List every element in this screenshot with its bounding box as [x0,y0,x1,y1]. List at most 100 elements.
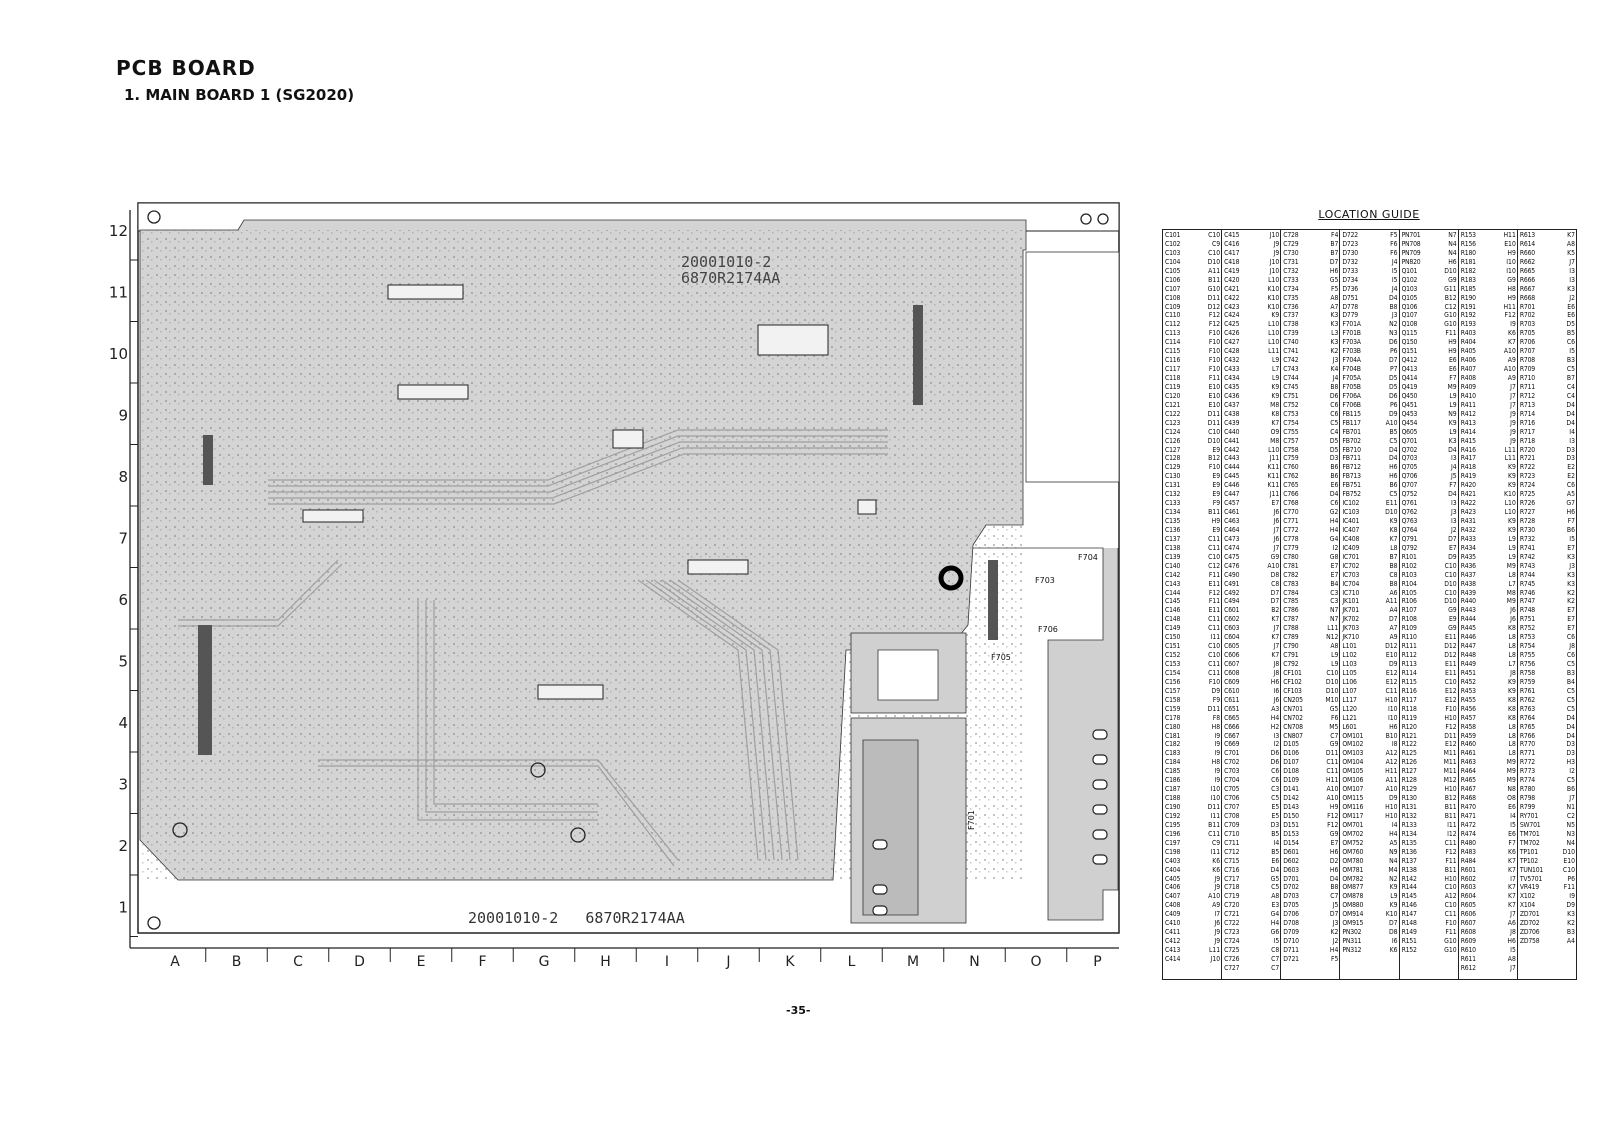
entry-location: I9 [1214,731,1221,740]
entry-reference: C154 [1165,668,1181,677]
entry-location: D6 [1388,391,1398,400]
entry-reference: R771 [1519,749,1535,758]
entry-location: F12 [1445,722,1457,731]
entry-reference: C704 [1224,776,1240,785]
entry-location: A9 [1507,356,1516,365]
entry-reference: C604 [1224,633,1240,642]
entry-location: L10 [1268,445,1280,454]
entry-reference: OM760 [1342,847,1364,856]
entry-location: J2 [1569,293,1575,302]
entry-location: D6 [1329,391,1339,400]
entry-location: H6 [1389,472,1398,481]
entry-reference: Q701 [1401,436,1418,445]
entry-reference: PN312 [1342,946,1362,954]
entry-location: E10 [1208,391,1221,400]
entry-location: B6 [1566,785,1575,794]
row-label: 6 [118,591,128,609]
entry-location: B11 [1208,275,1221,284]
entry-reference: R743 [1519,561,1535,570]
entry-location: I3 [1569,436,1575,445]
entry-location: K3 [1567,552,1575,561]
entry-reference: C755 [1283,427,1299,436]
entry-reference: Q761 [1401,499,1418,508]
entry-reference: D751 [1342,293,1359,302]
entry-location: J6 [1214,919,1221,928]
entry-reference: R142 [1401,874,1417,883]
entry-reference: Q792 [1401,543,1418,552]
entry-reference: R780 [1519,785,1535,794]
entry-location: L11 [1504,454,1516,463]
entry-location: G6 [1270,928,1280,937]
entry-location: F10 [1208,347,1221,356]
entry-location: E12 [1445,695,1457,704]
entry-location: A5 [1389,838,1398,847]
entry-location: C11 [1208,615,1221,624]
entry-location: L9 [1271,374,1280,382]
entry-reference: C140 [1165,561,1181,570]
entry-reference: D603 [1283,865,1299,874]
entry-reference: R129 [1401,785,1417,794]
entry-reference: C438 [1224,409,1240,418]
row-label: 11 [109,284,128,302]
entry-reference: C158 [1165,695,1181,704]
entry-reference: Q108 [1401,320,1418,329]
entry-reference: R706 [1519,338,1535,347]
entry-location: J9 [1214,937,1221,946]
entry-location: N9 [1448,409,1457,418]
entry-reference: C130 [1165,472,1181,481]
entry-reference: C102 [1165,239,1181,248]
entry-reference: C151 [1165,642,1181,651]
entry-location: B5 [1271,829,1280,838]
entry-reference: R464 [1460,767,1476,776]
entry-location: M11 [1443,749,1457,758]
entry-reference: C117 [1165,365,1181,374]
entry-reference: L105 [1342,668,1357,677]
entry-reference: C101 [1165,231,1181,239]
entry-location: K9 [1507,686,1516,695]
entry-reference: C475 [1224,552,1240,561]
entry-location: I9 [1214,740,1221,749]
entry-location: F12 [1208,311,1221,320]
entry-reference: C720 [1224,901,1240,910]
entry-reference: C157 [1165,686,1181,695]
entry-location: I2 [1273,740,1280,749]
entry-reference: R147 [1401,910,1417,919]
entry-location: I11 [1210,847,1221,856]
entry-reference: C425 [1224,320,1240,329]
entry-location: L3 [1331,329,1339,338]
entry-location: A7 [1330,302,1339,311]
entry-location: H11 [1326,776,1339,785]
row-label: 10 [109,345,128,363]
entry-location: J7 [1273,543,1280,552]
entry-location: C3 [1330,588,1339,597]
entry-location: F6 [1390,239,1398,248]
entry-reference: R730 [1519,525,1535,534]
entry-location: B6 [1566,525,1575,534]
entry-location: H3 [1566,758,1575,767]
entry-location: O8 [1507,794,1516,803]
entry-reference: R613 [1519,231,1535,239]
